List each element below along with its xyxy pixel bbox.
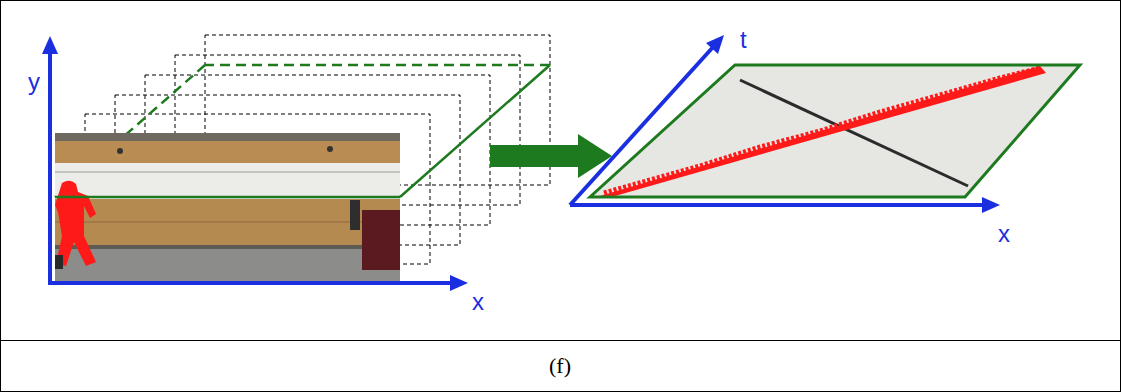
axis-label: t [740, 28, 747, 52]
axis-label: x [472, 290, 484, 314]
transform-arrow [490, 134, 612, 178]
xt-slice-image [590, 65, 1080, 198]
xt-axes [570, 35, 1000, 213]
slice-line [55, 65, 550, 197]
xy-axes [42, 36, 468, 291]
axis-label: x [998, 222, 1010, 246]
figure-caption: (f) [549, 355, 571, 377]
caption-divider [0, 340, 1121, 341]
video-frame-photo [55, 133, 400, 283]
axis-label: y [28, 70, 40, 94]
